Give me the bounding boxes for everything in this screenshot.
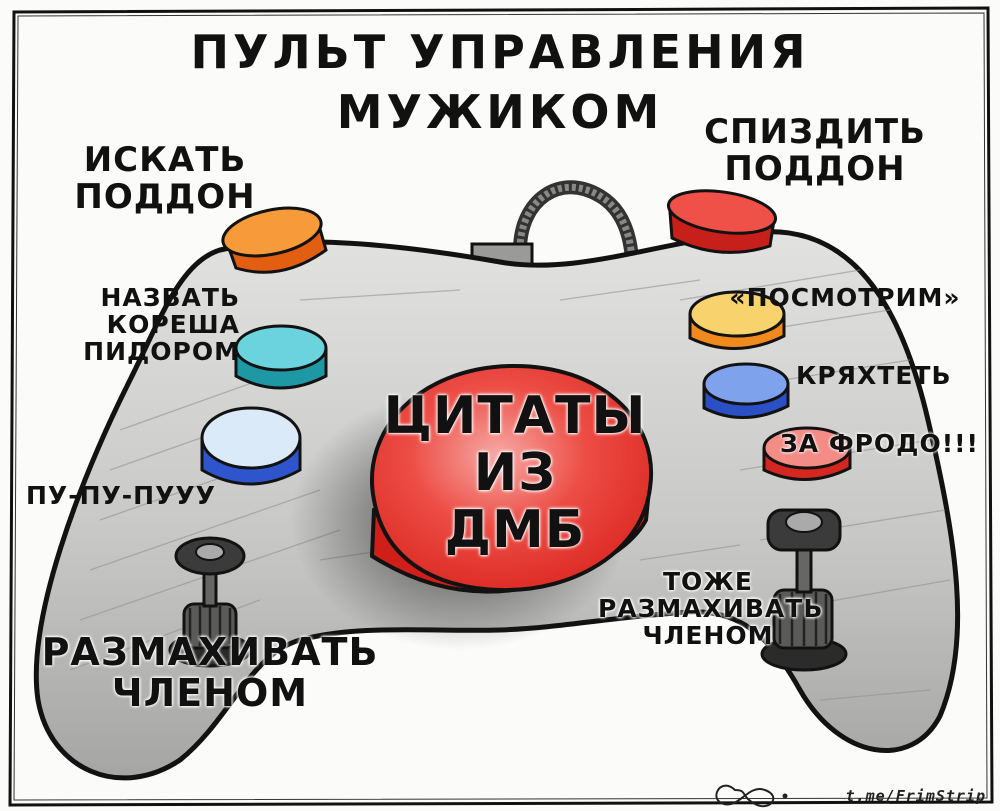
cyan-button[interactable] [234,324,328,390]
label-center-quotes: ЦИТАТЫ ИЗ ДМБ [383,386,647,561]
label-frodo: ЗА ФРОДО!!! [780,429,979,458]
label-call-buddy: НАЗВАТЬ КОРЕША ПИДОРОМ [83,283,240,366]
left-joystick[interactable] [168,536,252,668]
blue-button[interactable] [702,362,790,419]
big-red-button[interactable] [369,363,654,594]
panel-border [8,6,994,807]
light-blue-button[interactable] [200,406,302,486]
small-red-button[interactable] [762,426,852,481]
title-line-2: МУЖИКОМ [336,85,664,139]
red-shoulder-button[interactable] [666,185,779,254]
credit-link[interactable]: t.me/FrimStrip [845,787,986,805]
label-steal-pallet: СПИЗДИТЬ ПОДДОН [704,112,926,189]
infinity-logo-icon [715,784,788,808]
yellow-button[interactable] [688,290,786,350]
label-pupu: ПУ-ПУ-ПУУУ [26,481,216,510]
label-search-pallet: ИСКАТЬ ПОДДОН [74,140,256,217]
label-grunt: КРЯХТЕТЬ [796,361,952,390]
title-line-1: ПУЛЬТ УПРАВЛЕНИЯ [190,25,810,79]
label-wave-right: ТОЖЕ РАЗМАХИВАТЬ ЧЛЕНОМ [598,567,824,650]
label-wave-left: РАЗМАХИВАТЬ ЧЛЕНОМ [41,630,379,716]
label-watch: «ПОСМОТРИМ» [729,283,961,312]
orange-shoulder-button[interactable] [219,200,328,274]
right-joystick[interactable] [760,508,848,672]
